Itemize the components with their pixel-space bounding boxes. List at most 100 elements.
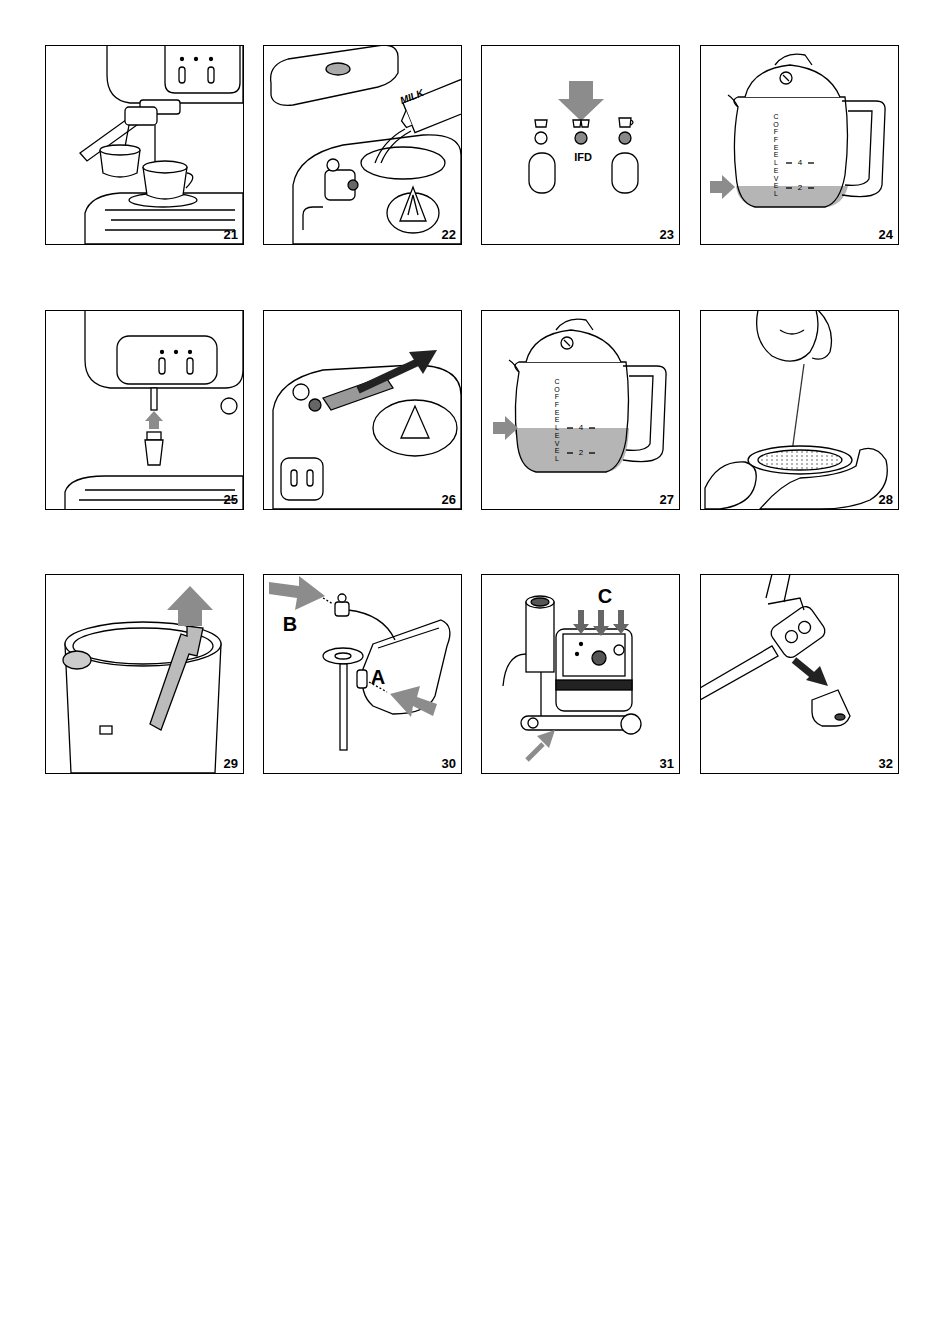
figure-panel: 31 — [481, 574, 680, 774]
espresso-figure — [105, 210, 235, 230]
slide-figure — [291, 470, 297, 486]
milk-pour-figure — [293, 135, 461, 244]
milk-pour-figure — [348, 180, 358, 190]
milk-pour-figure — [271, 45, 461, 244]
assembly-figure — [340, 664, 347, 750]
milk-pour-figure — [381, 131, 411, 163]
wrench-figure — [100, 726, 112, 734]
boiler-figure — [563, 634, 625, 676]
boiler-figure — [503, 654, 526, 686]
figure-panel: 24 — [700, 45, 899, 245]
nozzle-figure — [147, 432, 161, 440]
espresso-figure — [154, 125, 155, 163]
figure-number: 31 — [660, 757, 674, 770]
part-label: 4 — [579, 424, 583, 432]
milk-pour-figure — [326, 63, 350, 75]
wand-figure — [768, 598, 804, 610]
control-panel-figure — [619, 118, 633, 127]
boiler-figure — [580, 643, 583, 646]
boiler-figure — [540, 672, 541, 716]
filter-clean-figure — [757, 310, 818, 361]
boiler-figure — [526, 596, 554, 608]
figure-number: 25 — [224, 493, 238, 506]
nozzle-figure — [65, 310, 243, 509]
boiler-figure — [573, 610, 589, 634]
part-label: A — [371, 667, 385, 687]
slide-figure — [401, 406, 429, 438]
slide-figure — [281, 458, 323, 500]
boiler-figure — [531, 598, 549, 606]
control-panel-figure — [558, 81, 604, 121]
slide-figure — [409, 350, 437, 374]
assembly-figure — [348, 610, 395, 640]
assembly-figure — [335, 653, 351, 659]
figure-panel: 29 — [45, 574, 244, 774]
wand-figure — [812, 690, 850, 726]
part-label: 2 — [798, 184, 802, 192]
nozzle-figure — [79, 490, 235, 500]
assembly-figure — [378, 628, 439, 648]
scale-label: COFFEE LEVEL — [773, 113, 780, 198]
filter-clean-figure — [792, 364, 804, 452]
boiler-figure — [503, 596, 641, 760]
figure-panel: 21 — [45, 45, 244, 245]
control-panel-figure — [535, 120, 547, 127]
boiler-figure — [592, 651, 606, 665]
scale-label: COFFEE LEVEL — [554, 378, 561, 463]
assembly-figure — [338, 594, 346, 602]
part-label: 4 — [798, 159, 802, 167]
part-label: 2 — [579, 449, 583, 457]
espresso-figure — [107, 45, 243, 103]
slide-figure — [358, 362, 418, 390]
nozzle-figure — [117, 336, 217, 384]
figure-number: 22 — [442, 228, 456, 241]
figure-panel: 28 — [700, 310, 899, 510]
slide-figure — [373, 400, 457, 456]
espresso-figure — [210, 58, 213, 61]
nozzle-figure — [161, 351, 164, 354]
nozzle-figure — [221, 398, 237, 414]
milk-pour-figure — [303, 207, 323, 230]
nozzle-figure — [175, 351, 178, 354]
boiler-figure — [556, 629, 632, 711]
assembly-figure — [269, 576, 450, 750]
espresso-figure — [143, 161, 187, 173]
nozzle-figure — [187, 358, 193, 374]
boiler-figure — [614, 645, 624, 655]
boiler-figure — [528, 718, 538, 728]
jug-full-figure — [493, 319, 666, 472]
nozzle-figure — [151, 388, 157, 410]
part-label: IFD — [574, 152, 592, 163]
figure-panel: 32 — [700, 574, 899, 774]
nozzle-figure — [145, 411, 163, 429]
figure-number: 24 — [879, 228, 893, 241]
jug-low-figure — [710, 54, 885, 207]
part-label: MILK — [399, 88, 425, 106]
milk-pour-figure — [396, 75, 461, 136]
control-panel-figure — [612, 153, 638, 193]
slide-figure — [309, 399, 321, 411]
jug-full-figure — [509, 319, 666, 472]
milk-pour-figure — [361, 147, 445, 179]
boiler-figure — [621, 714, 641, 734]
wand-figure — [796, 619, 813, 636]
slide-figure — [307, 470, 313, 486]
wrench-figure — [63, 651, 91, 669]
assembly-figure — [323, 648, 363, 664]
boiler-figure — [521, 716, 636, 730]
boiler-figure — [526, 602, 554, 672]
wrench-figure — [63, 586, 221, 773]
nozzle-figure — [189, 351, 192, 354]
figure-panel: 25 — [45, 310, 244, 510]
milk-pour-figure — [399, 110, 412, 128]
nozzle-figure — [85, 310, 243, 388]
espresso-figure — [179, 67, 185, 83]
assembly-figure — [335, 602, 349, 616]
wand-figure — [700, 574, 850, 726]
wand-figure — [835, 714, 845, 720]
control-panel-figure — [535, 132, 547, 144]
nozzle-figure — [65, 476, 243, 509]
